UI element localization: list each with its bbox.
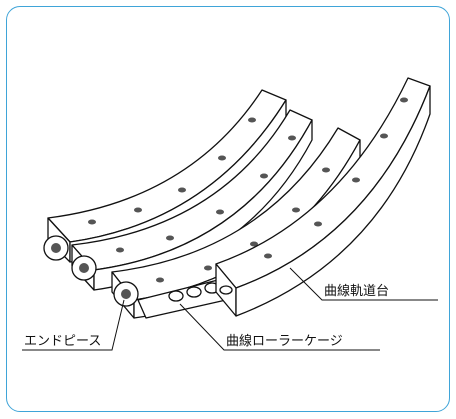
- leader-curved-track: [289, 267, 438, 301]
- label-curved-roller-cage: 曲線ローラーケージ: [226, 334, 343, 349]
- end-piece-1: [43, 235, 69, 261]
- label-curved-track: 曲線軌道台: [324, 284, 390, 299]
- leader-roller-cage: [179, 303, 380, 351]
- end-piece-2: [71, 255, 97, 281]
- label-end-piece: エンドピース: [24, 334, 102, 349]
- end-piece-3: [113, 281, 139, 307]
- curved-track-base: [215, 77, 431, 317]
- leader-end-piece: [22, 299, 125, 351]
